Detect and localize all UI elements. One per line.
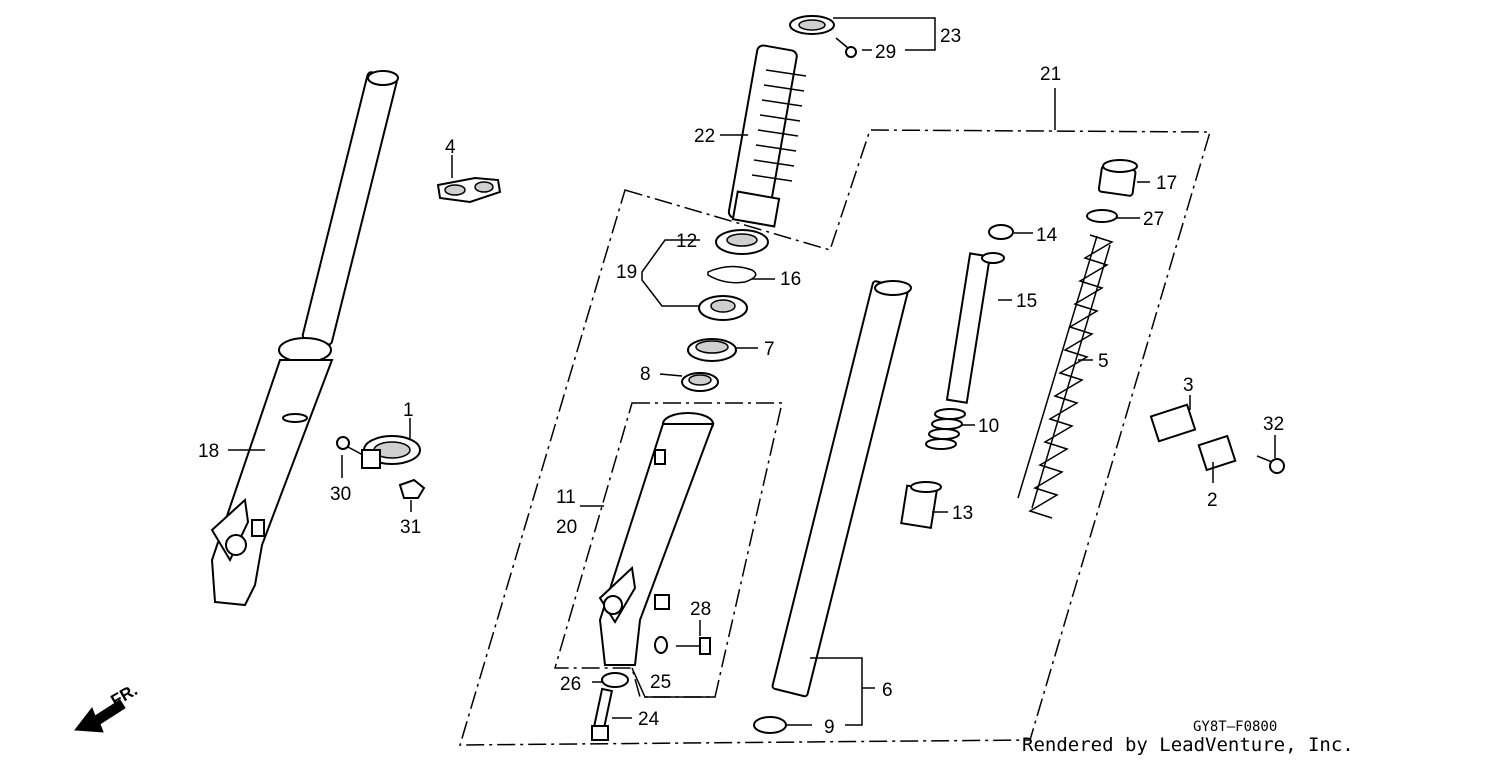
flange-bolt (1256, 455, 1285, 474)
callout-15: 15 (1016, 291, 1037, 312)
dust-seal (715, 229, 769, 255)
socket-bolt-24 (591, 687, 614, 741)
clip-screw (835, 37, 857, 58)
brake-hose-guide (1149, 403, 1197, 443)
pipe-bushing (753, 716, 787, 734)
callout-21: 21 (1040, 64, 1061, 85)
seat-washer (681, 372, 719, 392)
fork-dust-boot (727, 44, 807, 228)
o-ring (1086, 209, 1118, 223)
callout-32: 32 (1263, 414, 1284, 435)
brake-hose-clamp (1197, 434, 1237, 472)
fork-clamp (361, 435, 421, 469)
callout-28: 28 (690, 599, 711, 620)
callout-16: 16 (780, 269, 801, 290)
fork-pipe (771, 280, 912, 698)
callout-17: 17 (1156, 173, 1177, 194)
assembly-21-boundary (458, 129, 1212, 746)
callout-24: 24 (638, 709, 660, 730)
front-direction-arrow-icon (74, 699, 126, 733)
fork-leg-assembly (210, 70, 399, 607)
rebound-spring (925, 408, 966, 450)
oil-seal (698, 295, 748, 321)
leader-lines (228, 17, 1276, 726)
callout-1: 1 (403, 400, 414, 421)
assembly-11-boundary (554, 402, 783, 698)
drawing-code: GY8T–F0800 (1193, 719, 1277, 735)
washer-26 (601, 672, 629, 688)
boot-clip (789, 15, 835, 35)
callout-7: 7 (764, 339, 775, 360)
clamp-bolt (336, 436, 364, 456)
callout-26: 26 (560, 674, 581, 695)
fork-bottom-case (598, 412, 715, 666)
stop-ring (707, 265, 757, 284)
callout-30: 30 (330, 484, 351, 505)
fork-spring (1017, 234, 1114, 519)
callout-31: 31 (400, 517, 421, 538)
fork-clamp-plate (436, 176, 502, 204)
bolt-28 (676, 637, 711, 655)
callout-22: 22 (694, 126, 715, 147)
callout-14: 14 (1036, 225, 1058, 246)
fork-cap-bolt (1097, 159, 1138, 197)
callout-13: 13 (952, 503, 973, 524)
callout-27: 27 (1143, 209, 1164, 230)
callout-23: 23 (940, 26, 961, 47)
callout-6: 6 (882, 680, 893, 701)
piston-ring (988, 224, 1014, 240)
callout-5: 5 (1098, 351, 1109, 372)
callout-3: 3 (1183, 375, 1194, 396)
callout-25: 25 (650, 672, 671, 693)
washer-25 (654, 636, 668, 654)
render-credit: Rendered by LeadVenture, Inc. (1022, 734, 1354, 756)
callout-29: 29 (875, 42, 896, 63)
fork-piston (945, 252, 1005, 404)
callout-18: 18 (198, 441, 219, 462)
oil-lock-piece (900, 481, 942, 530)
clamp-nut (398, 478, 426, 499)
callout-8: 8 (640, 364, 651, 385)
slide-bushing (687, 338, 737, 362)
callout-12: 12 (676, 231, 697, 252)
callout-20: 20 (556, 517, 577, 538)
callout-2: 2 (1207, 490, 1218, 511)
callout-4: 4 (445, 137, 456, 158)
callout-19: 19 (616, 262, 637, 283)
callout-9: 9 (824, 717, 835, 738)
callout-10: 10 (978, 416, 999, 437)
callout-11: 11 (556, 487, 576, 508)
